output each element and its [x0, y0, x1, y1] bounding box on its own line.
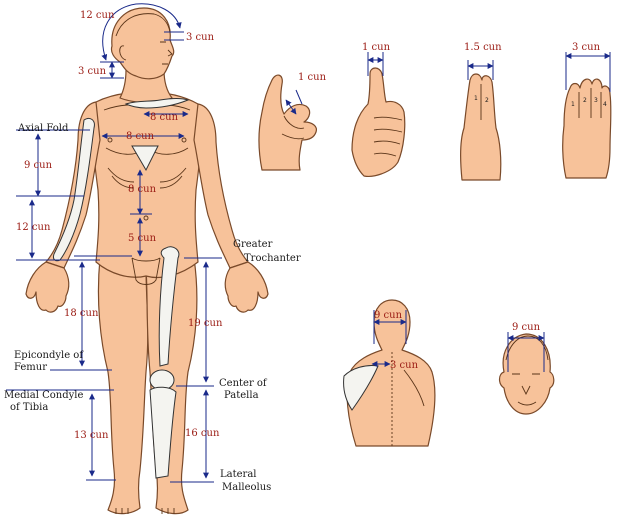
- hand-two-fingers: 1.5 cun 1 2: [460, 42, 502, 181]
- hand-thumb-width: 1 cun: [351, 42, 406, 177]
- medial-condyle-label-1: Medial Condyle: [4, 390, 83, 401]
- nipples-label: 8 cun: [126, 131, 155, 142]
- back-spine-label: 3 cun: [390, 360, 419, 371]
- epicondyle-label-2: Femur: [14, 362, 47, 373]
- four-fingers-mark-2: 2: [583, 97, 587, 104]
- thigh-outer-label: 19 cun: [188, 318, 223, 329]
- two-fingers-mark-1: 1: [474, 95, 478, 102]
- finger-joint-label: 1 cun: [298, 72, 327, 83]
- hand-4-shape: [562, 78, 612, 179]
- four-fingers-mark-3: 3: [594, 97, 598, 104]
- hand-4-finger-lines: [578, 88, 602, 118]
- two-fingers-label: 1.5 cun: [464, 42, 502, 53]
- head-arc-line: [101, 3, 182, 61]
- patella-label-1: Center of: [219, 378, 268, 389]
- femur-bone: [158, 246, 180, 367]
- left-arm: [193, 103, 249, 269]
- head: [110, 7, 175, 80]
- upper-abdomen-label: 8 cun: [128, 184, 157, 195]
- head-arc-label: 12 cun: [80, 10, 115, 21]
- head-face: [512, 373, 540, 406]
- body-figure: [25, 7, 269, 515]
- malleolus-label-2: Malleolus: [222, 482, 271, 493]
- back-shape: [346, 299, 436, 447]
- patella-label-2: Patella: [224, 390, 259, 401]
- groin: [131, 257, 161, 285]
- clavicle-label: 8 cun: [150, 112, 179, 123]
- greater-trochanter-label-2: Trochanter: [244, 253, 301, 264]
- hand-finger-joint: 1 cun: [258, 72, 327, 171]
- epicondyle-label-1: Epicondyle of: [14, 350, 84, 361]
- hand-1-shape: [258, 74, 317, 171]
- left-hand: [224, 261, 269, 313]
- forearm-label: 12 cun: [16, 222, 51, 233]
- upper-arm-label: 9 cun: [24, 160, 53, 171]
- main-figure-measurements: 12 cun 3 cun 3 cun 8 cun 8 cun 8 cun 5 c…: [4, 3, 301, 493]
- clavicle-bone: [124, 98, 190, 109]
- tibia-bone: [149, 386, 177, 479]
- thigh-inner-label: 18 cun: [64, 308, 99, 319]
- two-fingers-mark-2: 2: [485, 97, 489, 104]
- right-hand: [25, 261, 70, 313]
- four-fingers-mark-1: 1: [571, 101, 575, 108]
- shin-outer-label: 16 cun: [185, 428, 220, 439]
- scapula-bone: [343, 365, 379, 411]
- hand-3-shape: [460, 73, 502, 181]
- forehead-label: 3 cun: [186, 32, 215, 43]
- medial-condyle-label-2: of Tibia: [10, 402, 48, 413]
- greater-trochanter-label-1: Greater: [233, 239, 273, 250]
- hand-four-fingers: 3 cun 1 2 3 4: [562, 42, 612, 179]
- back-shoulder-blades: [403, 369, 425, 407]
- sternum: [131, 145, 159, 172]
- toe-lines: [115, 508, 175, 514]
- four-fingers-mark-4: 4: [603, 101, 607, 108]
- rib-cage: [107, 167, 187, 189]
- axial-fold-label: Axial Fold: [17, 123, 69, 134]
- right-leg: [97, 257, 149, 515]
- hand-2-shape: [351, 67, 406, 177]
- head-mastoid-label: 9 cun: [512, 322, 541, 333]
- neck-label: 3 cun: [78, 66, 107, 77]
- thumb-width-label: 1 cun: [362, 42, 391, 53]
- back-figure: 9 cun 3 cun: [343, 299, 436, 447]
- hand-1-fold: [281, 115, 305, 140]
- head-figure: 9 cun: [498, 322, 555, 415]
- hand-2-knuckles: [373, 116, 403, 157]
- malleolus-label-1: Lateral: [220, 469, 256, 480]
- back-shoulders-label: 9 cun: [374, 310, 403, 321]
- four-fingers-label: 3 cun: [572, 42, 601, 53]
- shin-inner-label: 13 cun: [74, 430, 109, 441]
- lower-abdomen-label: 5 cun: [128, 233, 157, 244]
- head-shape: [498, 333, 555, 415]
- navel: [143, 215, 149, 221]
